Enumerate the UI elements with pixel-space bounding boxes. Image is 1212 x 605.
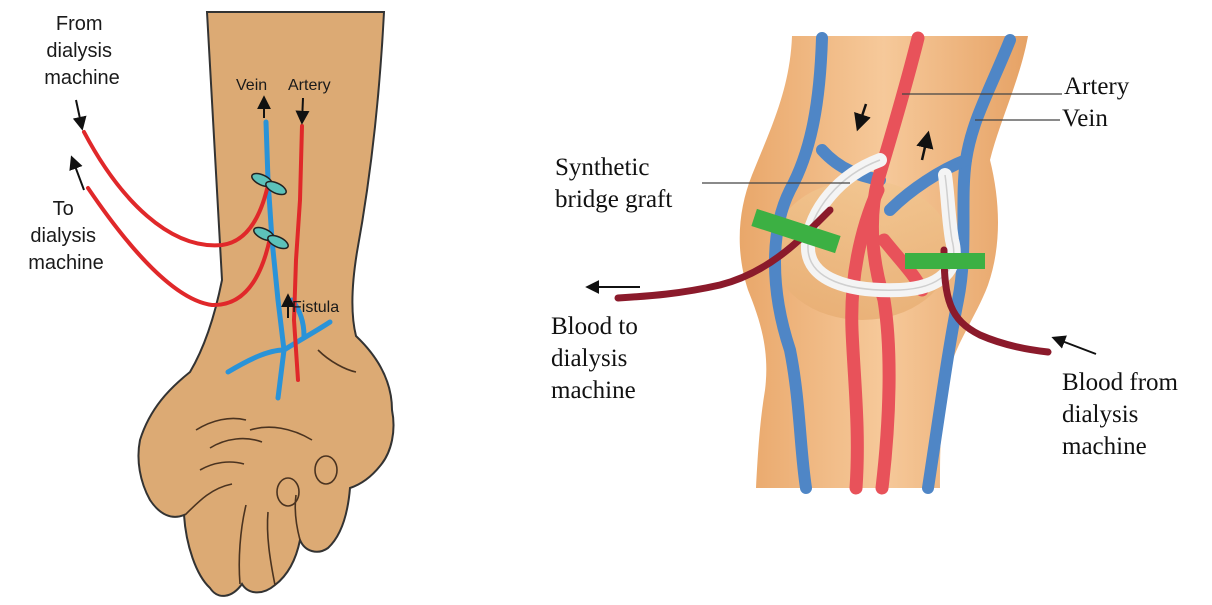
label-blood-to-line2: dialysis xyxy=(551,345,627,372)
from-machine-arrow xyxy=(76,100,82,128)
label-to-line1: To xyxy=(53,198,74,220)
label-from-line1: From xyxy=(56,13,103,35)
blood-from-arrow xyxy=(1054,338,1096,354)
label-blood-to-line1: Blood to xyxy=(551,313,638,340)
label-to-line3: machine xyxy=(28,252,104,274)
tape-right xyxy=(905,253,985,269)
label-graft-line2: bridge graft xyxy=(555,186,672,213)
label-from-line3: machine xyxy=(44,67,120,89)
label-vein-right: Vein xyxy=(1062,105,1108,132)
to-machine-arrow xyxy=(72,158,84,190)
label-blood-from-line1: Blood from xyxy=(1062,369,1179,396)
label-blood-to-line3: machine xyxy=(551,377,636,404)
left-panel-arm-fistula: From dialysis machine To dialysis machin… xyxy=(28,12,393,596)
label-fistula: Fistula xyxy=(292,299,339,316)
right-panel-graft: Artery Vein Synthetic bridge graft Blood… xyxy=(551,36,1184,488)
label-to-dialysis-machine: To dialysis machine xyxy=(28,198,104,274)
label-blood-to-dialysis-machine: Blood to dialysis machine xyxy=(551,313,644,404)
label-blood-from-line3: machine xyxy=(1062,433,1147,460)
label-vein-left: Vein xyxy=(236,77,267,94)
label-artery-right: Artery xyxy=(1064,73,1130,100)
label-blood-from-dialysis-machine: Blood from dialysis machine xyxy=(1062,369,1184,460)
label-blood-from-line2: dialysis xyxy=(1062,401,1138,428)
label-from-line2: dialysis xyxy=(46,40,112,62)
label-to-line2: dialysis xyxy=(30,225,96,247)
label-synthetic-bridge-graft: Synthetic bridge graft xyxy=(555,154,672,213)
label-from-dialysis-machine: From dialysis machine xyxy=(44,13,120,89)
artery-arrow xyxy=(302,98,303,122)
label-artery-left: Artery xyxy=(288,77,331,94)
label-graft-line1: Synthetic xyxy=(555,154,649,181)
arm-and-hand-drawing xyxy=(138,12,393,596)
